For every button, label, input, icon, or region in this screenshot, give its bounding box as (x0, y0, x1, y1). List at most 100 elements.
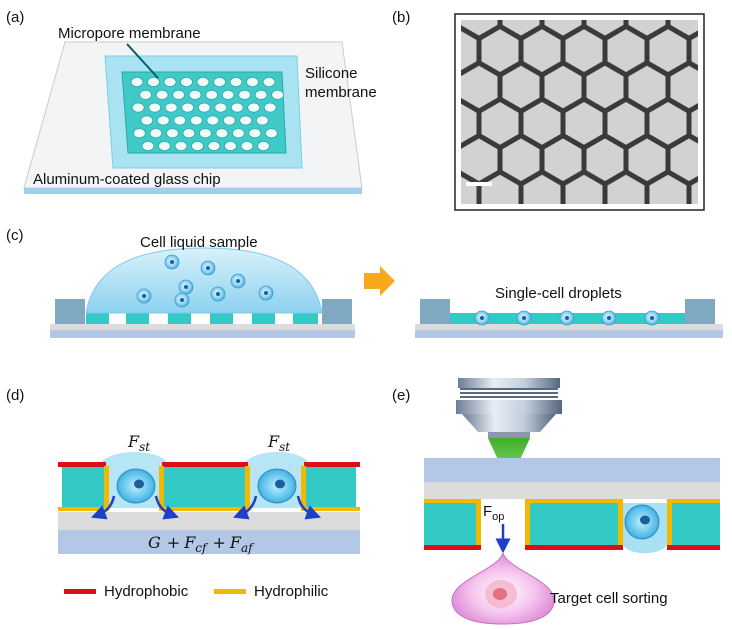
membrane-block (252, 313, 275, 324)
droplet-cell-nucleus (607, 316, 611, 320)
left-membrane-blocks (86, 313, 318, 324)
left-base-gray (50, 324, 355, 330)
e-hydrophilic-side-2b (618, 499, 623, 547)
micropore-hole (180, 77, 193, 88)
micropore-hole (174, 140, 188, 151)
d-bottom-light (58, 530, 360, 554)
panel-e: (e) Fop (392, 378, 720, 625)
micropore-hole (172, 89, 186, 100)
micropore-hole (191, 140, 204, 151)
chip-label: Aluminum-coated glass chip (33, 171, 221, 188)
micropore-hole (230, 102, 244, 113)
objective-lens-icon (456, 378, 562, 438)
legend-hydrophilic-swatch (214, 589, 246, 594)
e-hydrophilic-top-2 (525, 499, 623, 503)
silicone-label-line1: Silicone (305, 65, 358, 82)
d-hydrophobic-2 (162, 462, 248, 467)
d-hydrophilic-3a (301, 466, 306, 510)
panel-c-label: (c) (6, 227, 24, 244)
panel-d: (d) Fst Fst G+F (6, 387, 360, 600)
membrane-block (126, 313, 149, 324)
micropore-hole (262, 77, 276, 88)
micropore-hole (164, 102, 178, 113)
d-bottom-gray (58, 512, 360, 530)
e-block-2 (530, 503, 618, 545)
micropore-hole (188, 89, 202, 100)
micropore-hole (224, 140, 237, 151)
micropore-hole (205, 89, 219, 100)
micropore-hole (156, 115, 170, 126)
membrane-block (86, 313, 109, 324)
micropore-hole (271, 89, 285, 100)
micropore-hole (215, 128, 229, 139)
d-block-2 (162, 466, 248, 508)
d-hydrophilic-1a (104, 466, 109, 510)
silicone-label-line2: membrane (305, 84, 377, 101)
micropore-hole (247, 102, 261, 113)
panel-a: (a) Micropore membrane Silicone membrane… (6, 9, 377, 194)
d-arrow-3 (232, 495, 258, 520)
micropore-hole (182, 128, 196, 139)
micropore-hole (196, 77, 210, 88)
micropore-hole (246, 77, 259, 88)
micropore-hole (173, 115, 187, 126)
membrane-block (293, 313, 318, 324)
left-silicone-left (55, 299, 85, 324)
micropore-hole (197, 102, 211, 113)
micropore-hole (214, 102, 228, 113)
e-hydrophobic-3 (667, 545, 720, 550)
d-arrow-4 (296, 495, 322, 520)
micropore-hole (264, 128, 278, 139)
e-top-gray (424, 482, 720, 499)
left-silicone-right (322, 299, 352, 324)
membrane-block (210, 313, 233, 324)
e-hydrophobic-2 (525, 545, 623, 550)
micropore-hole (239, 115, 253, 126)
micropore-hole (148, 102, 162, 113)
d-fst-left: Fst (127, 432, 150, 454)
d-fst-right: Fst (267, 432, 290, 454)
legend-hydrophilic-label: Hydrophilic (254, 583, 329, 600)
d-hydrophilic-bottom-3 (301, 507, 360, 511)
micropore-hole (229, 77, 243, 88)
membrane-block (168, 313, 191, 324)
panel-b: (b) (392, 9, 705, 211)
droplet-cell-nucleus (565, 316, 569, 320)
micropore-leader-line (126, 43, 159, 79)
micropore-hole (165, 128, 179, 139)
panel-e-label: (e) (392, 387, 410, 404)
micropore-hole (158, 140, 171, 151)
micropore-hole (163, 77, 177, 88)
micropore-hole (155, 89, 169, 100)
micropore-label: Micropore membrane (58, 25, 201, 42)
micropore-hole (238, 89, 252, 100)
micropore-hole (181, 102, 195, 113)
panel-a-label: (a) (6, 9, 24, 26)
micropore-hole (231, 128, 245, 139)
single-cell-droplets (474, 310, 660, 326)
d-hydrophilic-bottom-2 (159, 507, 250, 511)
micropore-hole (240, 140, 254, 151)
d-arrow-1 (90, 495, 116, 520)
e-cell-nucleus (640, 515, 650, 525)
micropore-hole (132, 128, 146, 139)
e-hydrophilic-side-1 (476, 499, 481, 547)
micropore-hole (221, 89, 235, 100)
d-arrow-2 (154, 495, 180, 520)
e-hydrophilic-top-1 (424, 499, 480, 503)
micropore-hole (131, 102, 145, 113)
right-silicone-left (420, 299, 450, 324)
d-hydrophilic-2b (245, 466, 250, 510)
cell-nucleus (184, 285, 188, 289)
right-base-gray (415, 324, 723, 330)
ejected-cell-nucleus (493, 588, 507, 600)
lens-ridge (460, 388, 558, 390)
micropore-hole (189, 115, 203, 126)
process-arrow (364, 266, 395, 296)
d-cell-left-nucleus (134, 479, 144, 489)
cell-nucleus (236, 279, 240, 283)
d-hydrophobic-1 (58, 462, 106, 467)
e-block-3 (672, 503, 720, 545)
glass-chip-edge (24, 188, 362, 194)
